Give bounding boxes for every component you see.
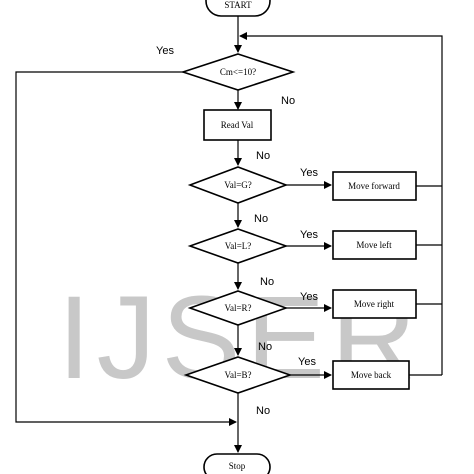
label-read-no: No — [256, 150, 270, 162]
process-move-right-label: Move right — [354, 299, 395, 309]
process-move-back — [332, 360, 410, 390]
process-move-forward-label: Move forward — [348, 181, 400, 191]
start-label: START — [224, 0, 252, 10]
edge-loop-back-to-cm — [239, 32, 443, 375]
decision-b-label: Val=B? — [224, 370, 251, 380]
stop-label: Stop — [229, 461, 246, 471]
edge-cm-yes-to-stop — [15, 71, 237, 426]
decision-cm-label: Cm<=10? — [220, 67, 256, 77]
label-b-no: No — [256, 405, 270, 417]
decision-l-label: Val=L? — [225, 241, 252, 251]
decision-g-label: Val=G? — [224, 180, 252, 190]
label-l-yes: Yes — [300, 229, 318, 241]
label-r-no: No — [258, 341, 272, 353]
label-b-yes: Yes — [298, 356, 316, 368]
label-r-yes: Yes — [300, 291, 318, 303]
process-move-back-label: Move back — [351, 370, 392, 380]
label-g-no: No — [254, 213, 268, 225]
process-move-left-label: Move left — [356, 240, 392, 250]
label-cm-yes: Yes — [156, 45, 174, 57]
label-g-yes: Yes — [300, 167, 318, 179]
decision-r-label: Val=R? — [224, 303, 251, 313]
process-move-left — [332, 230, 417, 260]
stop-terminator — [203, 453, 271, 474]
label-l-no: No — [260, 276, 274, 288]
process-move-forward — [332, 171, 417, 201]
process-read-val-label: Read Val — [221, 120, 254, 130]
label-cm-no: No — [281, 95, 295, 107]
process-read-val — [203, 109, 272, 141]
process-move-right — [332, 289, 417, 319]
